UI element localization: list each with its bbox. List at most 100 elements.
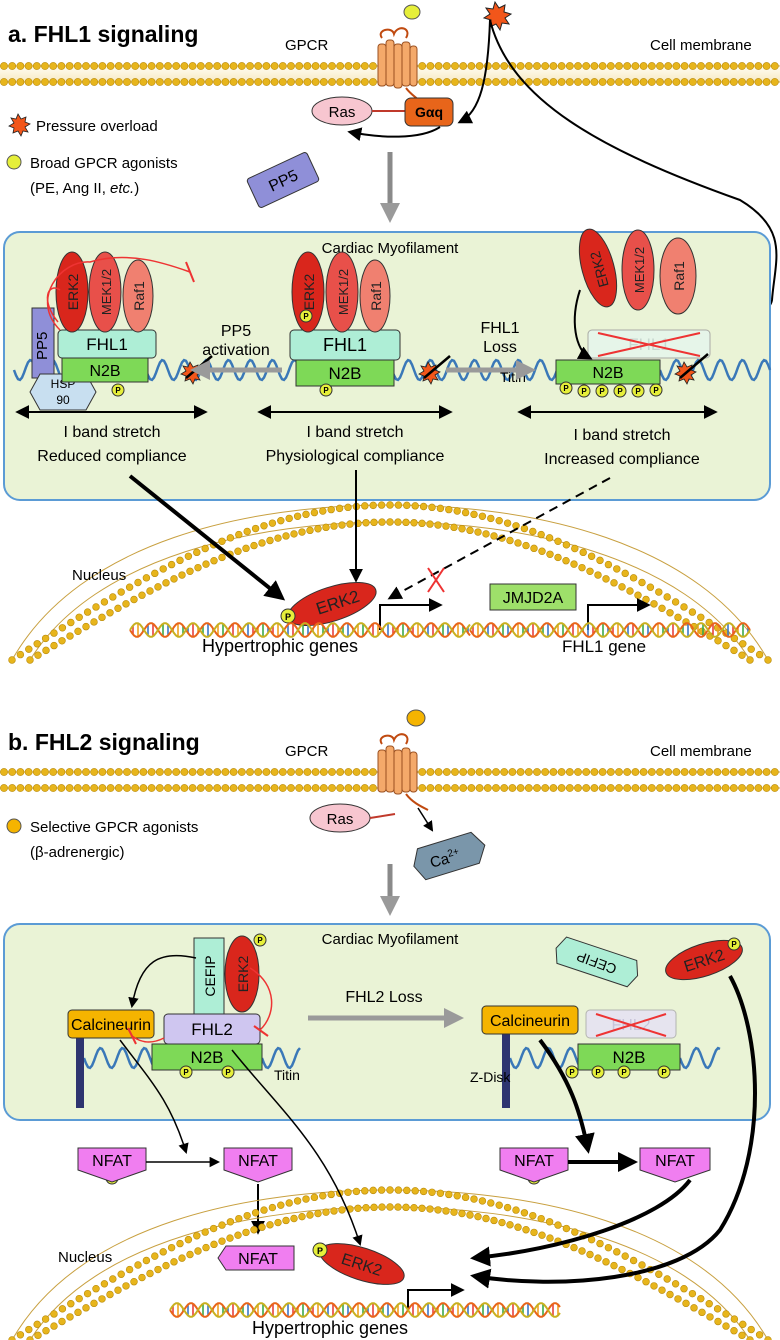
calcium-b: Ca2+ — [413, 831, 486, 881]
p-marker — [617, 1065, 631, 1079]
nfat-nuclear — [217, 1245, 295, 1271]
selective-agonist-ligand — [406, 709, 426, 727]
panel-b-title: b. FHL2 signaling — [8, 729, 200, 755]
p-marker-label: P — [581, 387, 587, 396]
p-marker — [559, 381, 573, 395]
erk2-label-a2: ERK2 — [301, 274, 317, 311]
p-marker-label: P — [563, 384, 569, 393]
p-marker-label: P — [323, 386, 329, 395]
p-marker — [657, 1065, 671, 1079]
p-marker-label: P — [595, 1068, 601, 1077]
p-marker-label: P — [115, 386, 121, 395]
fhl1-label-a2: FHL1 — [323, 335, 367, 355]
p-marker — [595, 384, 609, 398]
gpcr-to-ca-arrow — [417, 807, 434, 832]
tss-arrow-a2 — [587, 598, 651, 630]
hsp90-label-2: 90 — [56, 393, 70, 407]
nfat-to-genes-arrow-b — [470, 1178, 692, 1267]
legend-selective-agonists: Selective GPCR agonists — [30, 819, 198, 836]
nfat-label-1: NFAT — [92, 1153, 132, 1170]
n2b-label-a3: N2B — [592, 365, 623, 382]
gpcr-receptor-a — [377, 27, 421, 103]
p-marker-label: P — [225, 1068, 231, 1077]
legend-agonist-examples: (PE, Ang II, etc.) — [30, 180, 139, 197]
complex-fhl1-loss: ERK2 MEK1/2 Raf1 FHL1 N2B — [555, 228, 711, 385]
gaq-to-ras-arrow — [347, 126, 441, 142]
erk2-label-a1: ERK2 — [65, 274, 81, 311]
physiological-compliance-label: Physiological compliance — [266, 448, 445, 465]
blocked-x-icon — [427, 567, 445, 593]
dna-hypertrophic-genes-a — [129, 622, 471, 638]
p-marker — [591, 1065, 605, 1079]
erk2-label-b1: ERK2 — [235, 956, 251, 993]
pp5-bound-label: PP5 — [34, 332, 51, 360]
erk2-to-nucleus-arrow — [231, 1049, 363, 1247]
fhl1-loss-label-2: Loss — [483, 339, 517, 356]
nfat-label-4: NFAT — [655, 1153, 695, 1170]
p-marker-label: P — [621, 1068, 627, 1077]
p-marker — [253, 933, 267, 947]
p-marker — [319, 383, 333, 397]
fhl1-gene-label: FHL1 gene — [562, 637, 646, 656]
gaq-label: Gαq — [415, 104, 443, 120]
p-marker — [111, 383, 125, 397]
p-marker-label: P — [303, 312, 309, 321]
n2b-label-a2: N2B — [328, 364, 361, 383]
p-marker-erk-a — [280, 608, 296, 624]
calcium-label: Ca2+ — [428, 846, 462, 871]
p-marker-label: P — [599, 387, 605, 396]
complex-fhl2-present: Calcineurin FHL2 N2B CEFIP ERK2 — [67, 935, 273, 1108]
gaq-a — [404, 97, 454, 127]
ras-label-a: Ras — [329, 104, 356, 121]
n2b-label-a1: N2B — [89, 363, 120, 380]
nfat-label-2: NFAT — [238, 1153, 278, 1170]
myofilament-label-a: Cardiac Myofilament — [322, 240, 460, 257]
stretch-label-a2: I band stretch — [307, 424, 404, 441]
p-marker — [179, 1065, 193, 1079]
hypertrophic-genes-label-b: Hypertrophic genes — [252, 1318, 408, 1338]
p-marker-label: P — [653, 386, 659, 395]
mek-label-a2: MEK1/2 — [336, 269, 351, 315]
agonist-ligand-a — [403, 4, 421, 20]
p-marker — [565, 1065, 579, 1079]
mek-label-a3: MEK1/2 — [632, 247, 647, 293]
selective-agonist-legend-icon — [6, 818, 22, 834]
p-marker-label: P — [617, 387, 623, 396]
p-marker-label: P — [257, 936, 263, 945]
pressure-overload-legend-icon — [8, 113, 31, 137]
legend-pressure-overload: Pressure overload — [36, 118, 158, 135]
dna-fhl1-gene — [469, 622, 751, 638]
tss-arrow-a1 — [379, 598, 443, 630]
titin-label-b: Titin — [274, 1067, 300, 1083]
myofilament-label-b: Cardiac Myofilament — [322, 931, 460, 948]
jmjd2a-label: JMJD2A — [503, 590, 564, 607]
cell-membrane-label-a: Cell membrane — [650, 37, 752, 54]
p-marker — [631, 384, 645, 398]
p-marker — [299, 309, 313, 323]
cell-membrane-label-b: Cell membrane — [650, 743, 752, 760]
p-label-erk-a: P — [285, 612, 291, 622]
raf-label-a2: Raf1 — [368, 281, 384, 311]
fhl2-loss-label: FHL2 Loss — [345, 989, 422, 1006]
pp5-activation-label-2: activation — [202, 342, 270, 359]
cefip-to-calcineurin-arrow — [128, 954, 197, 1009]
nuclear-membrane-b — [8, 1186, 772, 1340]
reduced-to-erk-arrow — [128, 474, 286, 601]
legend-broad-agonists: Broad GPCR agonists — [30, 155, 178, 172]
calcineurin-to-nfat-arrow-2 — [538, 1038, 595, 1154]
p-marker-label: P — [569, 1068, 575, 1077]
reduced-compliance-label: Reduced compliance — [37, 448, 187, 465]
nucleus-label-a: Nucleus — [72, 567, 126, 584]
hypertrophic-genes-label-a: Hypertrophic genes — [202, 636, 358, 656]
p-marker — [613, 384, 627, 398]
mek-label-a1: MEK1/2 — [99, 269, 114, 315]
p-marker — [577, 384, 591, 398]
complex-fhl2-loss: Calcineurin FHL2 N2B CEFIP ERK2 — [481, 936, 743, 1108]
p-marker-label: P — [183, 1068, 189, 1077]
fhl2-label-b1: FHL2 — [191, 1020, 233, 1039]
fhl1-label-a1: FHL1 — [86, 335, 128, 354]
stretch-label-a3: I band stretch — [574, 427, 671, 444]
